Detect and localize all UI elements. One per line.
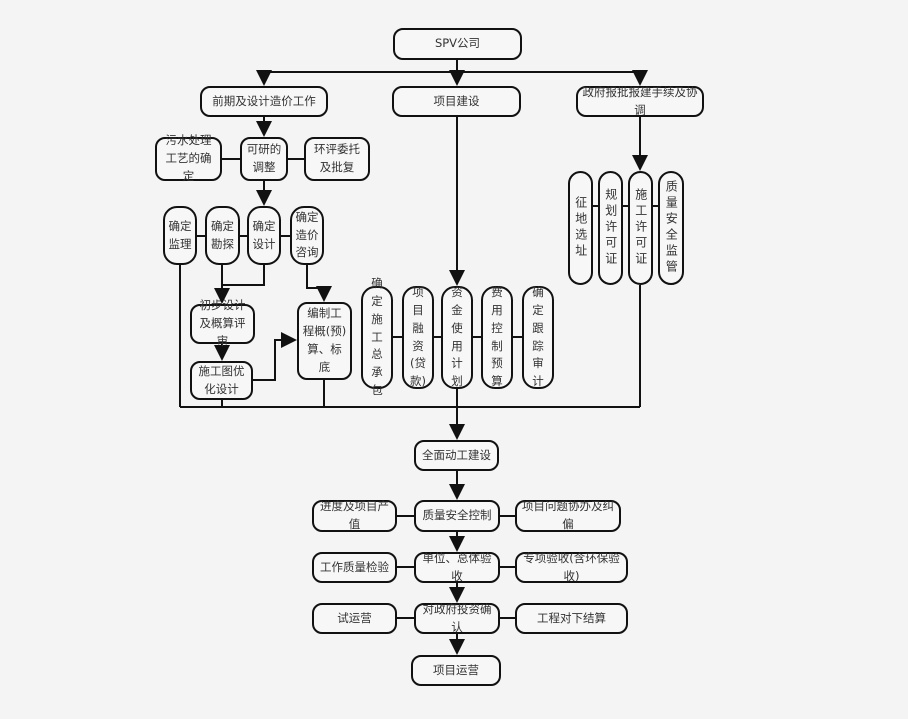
quality-supervision-node: 质量安全监管: [658, 171, 684, 285]
planning-permit-node: 规划许可证: [598, 171, 623, 285]
prelim-design-node: 初步设计及概算评审: [190, 298, 255, 348]
progress-node: 进度及项目产值: [312, 499, 397, 532]
fund-plan-node: 资金使用计划: [441, 285, 473, 389]
sewage-process-node: 污水处理工艺的确定: [155, 133, 222, 183]
pre-design-node: 前期及设计造价工作: [200, 86, 328, 117]
audit-node: 确定跟踪审计: [522, 285, 554, 389]
start-construction-node: 全面动工建设: [414, 440, 499, 471]
land-node: 征地选址: [568, 171, 593, 285]
acceptance-node: 单位、总体验收: [414, 551, 500, 583]
feasibility-node: 可研的调整: [240, 137, 288, 181]
contractor-node: 确定施工总承包: [361, 276, 393, 397]
survey-node: 确定勘探: [205, 206, 240, 265]
eia-node: 环评委托及批复: [304, 137, 370, 181]
work-inspection-node: 工作质量检验: [312, 552, 397, 583]
construction-node: 项目建设: [392, 86, 521, 117]
operation-node: 项目运营: [411, 655, 501, 686]
drawing-opt-node: 施工图优化设计: [190, 361, 253, 400]
cost-consult-node: 确定造价咨询: [290, 206, 324, 265]
settlement-node: 工程对下结算: [515, 603, 628, 634]
special-acceptance-node: 专项验收(含环保验收): [515, 551, 628, 583]
gov-confirm-node: 对政府投资确认: [414, 602, 500, 634]
financing-node: 项目融资(贷款): [402, 285, 434, 389]
trial-operation-node: 试运营: [312, 603, 397, 634]
gov-approval-node: 政府报批报建手续及协调: [576, 85, 704, 117]
design-node: 确定设计: [247, 206, 281, 265]
construction-permit-node: 施工许可证: [628, 171, 653, 285]
budget-node: 编制工程概(预)算、标底: [297, 302, 352, 380]
supervision-node: 确定监理: [163, 206, 197, 265]
spv-company-node: SPV公司: [393, 28, 522, 60]
quality-control-node: 质量安全控制: [414, 500, 500, 532]
cost-control-node: 费用控制预算: [481, 285, 513, 389]
issue-coord-node: 项目问题协办及纠偏: [515, 499, 621, 532]
